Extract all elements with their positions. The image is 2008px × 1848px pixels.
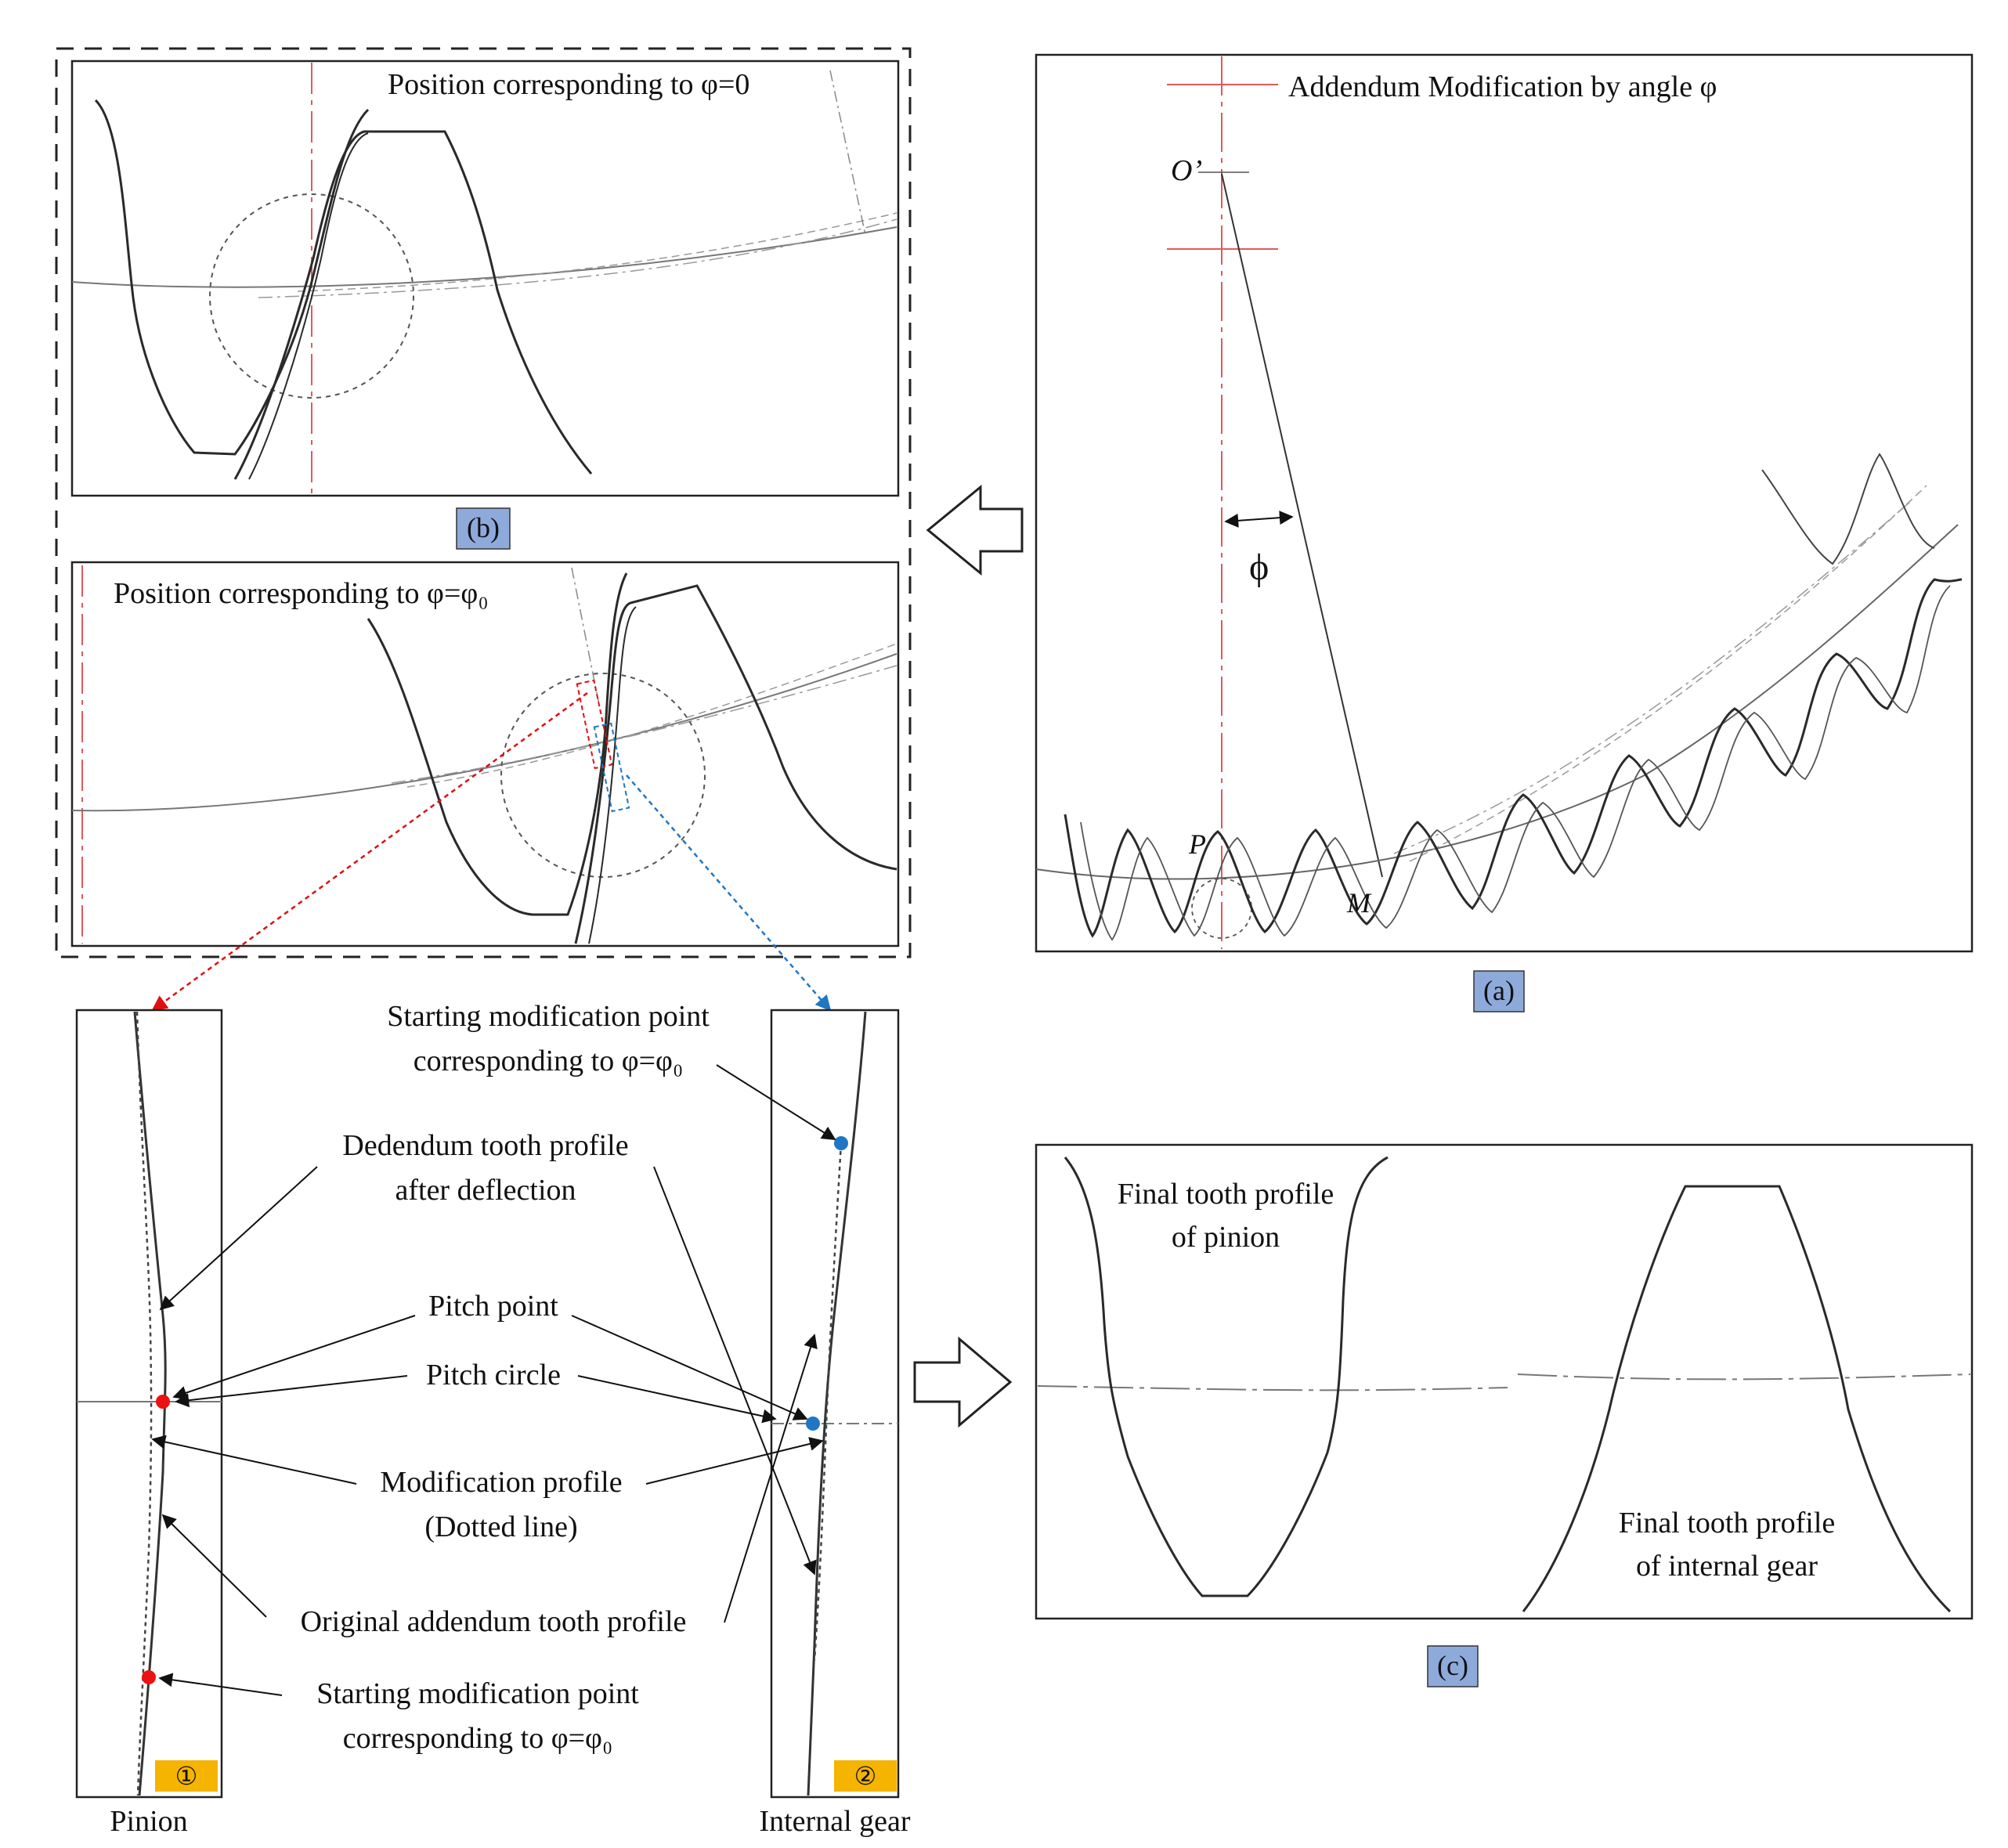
- ann-original: Original addendum tooth profile: [301, 1605, 687, 1638]
- arrow-pitch-circle-pinion: [175, 1375, 408, 1408]
- zoom-circle: [500, 673, 706, 878]
- panel-c-tag: (c): [1427, 1645, 1479, 1687]
- gear-caption: Internal gear: [759, 1805, 910, 1838]
- pinion-tooth-profile: [94, 99, 370, 456]
- label-O-prime: O’: [1171, 154, 1202, 187]
- ann-mod-line2: (Dotted line): [424, 1511, 577, 1543]
- final-gear-profile: [1522, 1185, 1952, 1613]
- gear-pitch-point: [806, 1417, 820, 1431]
- panel-b-bottom-caption: Position corresponding to φ=φ₀: [114, 577, 489, 610]
- panel-c-tag-label: (c): [1437, 1650, 1468, 1681]
- gear-tooth-profile-inner: [588, 606, 637, 944]
- detail-gear: ②: [770, 1009, 900, 1799]
- arrow-original-pinion: [161, 1514, 267, 1618]
- angle-marker: [1224, 511, 1294, 528]
- label-phi: ϕ: [1249, 547, 1269, 588]
- red-connector-arrow: [151, 691, 588, 1012]
- zoom-circle: [209, 193, 414, 399]
- ann-start-bottom-line1: Starting modification point: [316, 1677, 639, 1710]
- pitch-curve-dashed: [297, 212, 897, 292]
- gear-teeth-chain: [1064, 578, 1963, 938]
- arrow-dedendum-gear: [653, 1166, 817, 1575]
- gear-pitch-line: [1517, 1373, 1971, 1381]
- panel-a-tag-label: (a): [1483, 975, 1515, 1006]
- pinion-start-mod-point: [142, 1670, 156, 1684]
- arrow-pitch-point-gear: [571, 1315, 808, 1420]
- label-P: P: [1188, 828, 1206, 860]
- panel-c: Final tooth profile of pinion Final toot…: [1035, 1143, 1974, 1620]
- pitch-arc-dashed: [1409, 485, 1927, 862]
- detail-gear-frame: [770, 1009, 900, 1799]
- arrow-a-to-b: [926, 484, 1024, 576]
- gear-profile-solid: [807, 1011, 867, 1796]
- gear-teeth-upper: [1761, 453, 1935, 565]
- arrow-mod-pinion: [151, 1435, 357, 1485]
- pitch-curve-dashdot: [391, 665, 897, 784]
- badge-2-label: ②: [854, 1762, 877, 1790]
- panel-a-title: Addendum Modification by angle φ: [1288, 70, 1717, 103]
- pitch-arc-dashdot: [1393, 500, 1912, 854]
- pinion-pitch-line: [1037, 1385, 1508, 1391]
- radial-line: [829, 70, 866, 236]
- gear-tooth-profile: [233, 130, 593, 480]
- pitch-arc: [1035, 524, 1959, 880]
- label-M: M: [1346, 887, 1372, 919]
- pinion-tooth-profile: [367, 572, 628, 916]
- ann-start-top-line2: corresponding to φ=φ₀: [414, 1045, 684, 1077]
- arrow-dedendum-pinion: [159, 1166, 318, 1311]
- badge-2: [834, 1760, 897, 1792]
- arrow-to-c: [913, 1336, 1013, 1428]
- arrow-start-bottom: [158, 1673, 283, 1696]
- gear-tooth-profile-inner: [248, 132, 369, 480]
- ann-start-top-line1: Starting modification point: [387, 1000, 710, 1033]
- panel-a-frame: [1035, 53, 1974, 953]
- gear-label-line1: Final tooth profile: [1619, 1507, 1836, 1539]
- gear-tooth-profile: [574, 584, 897, 944]
- ann-mod-line1: Modification profile: [380, 1466, 622, 1499]
- ann-dedendum-line2: after deflection: [395, 1174, 576, 1207]
- badge-1: [155, 1760, 218, 1792]
- panel-c-frame: [1035, 1143, 1974, 1620]
- pinion-label-line1: Final tooth profile: [1118, 1178, 1334, 1211]
- detail-pinion: ①: [75, 1009, 223, 1799]
- arrow-mod-gear: [645, 1437, 824, 1485]
- ann-pitch-circle: Pitch circle: [426, 1359, 561, 1391]
- panel-a-tag: (a): [1473, 970, 1525, 1012]
- gear-profile-dotted: [813, 1142, 843, 1661]
- arrow-pitch-point-pinion: [172, 1315, 416, 1400]
- blue-zoom-box: [593, 722, 630, 813]
- pitch-curve: [71, 653, 897, 812]
- blue-connector-arrow: [626, 774, 832, 1012]
- badge-1-label: ①: [175, 1762, 198, 1790]
- gear-teeth-chain-shadow: [1080, 585, 1951, 941]
- ann-dedendum-line1: Dedendum tooth profile: [342, 1129, 628, 1162]
- ann-pitch-point: Pitch point: [428, 1290, 558, 1323]
- panel-b-dashed-frame: [55, 47, 912, 958]
- pinion-profile-dotted: [135, 1011, 153, 1796]
- arrow-pitch-circle-gear: [577, 1375, 777, 1424]
- gear-label-line2: of internal gear: [1636, 1550, 1818, 1583]
- panel-b-bottom-frame: [70, 561, 900, 947]
- arrow-start-top: [716, 1064, 836, 1140]
- radial-line-OM: [1221, 173, 1383, 878]
- panel-b-top: Position corresponding to φ=0: [70, 60, 900, 497]
- panel-b-tag: (b): [456, 507, 511, 550]
- annotations: Starting modification point correspondin…: [151, 1000, 836, 1755]
- pinion-label-line2: of pinion: [1172, 1221, 1280, 1254]
- arrow-original-gear: [724, 1334, 818, 1623]
- pitch-curve: [71, 226, 897, 288]
- final-pinion-profile: [1064, 1156, 1389, 1597]
- pinion-profile-solid: [133, 1011, 167, 1796]
- panel-a: Addendum Modification by angle φ O’ ϕ P …: [1035, 53, 1974, 953]
- pinion-pitch-point: [156, 1395, 170, 1409]
- panel-b-top-caption: Position corresponding to φ=0: [388, 68, 749, 101]
- panel-b-tag-label: (b): [467, 512, 500, 543]
- gear-start-mod-point: [834, 1136, 848, 1150]
- ann-start-bottom-line2: corresponding to φ=φ₀: [343, 1722, 613, 1755]
- panel-b-bottom: Position corresponding to φ=φ₀: [70, 561, 900, 947]
- pitch-curve-dashdot: [258, 218, 897, 298]
- pinion-caption: Pinion: [110, 1805, 187, 1838]
